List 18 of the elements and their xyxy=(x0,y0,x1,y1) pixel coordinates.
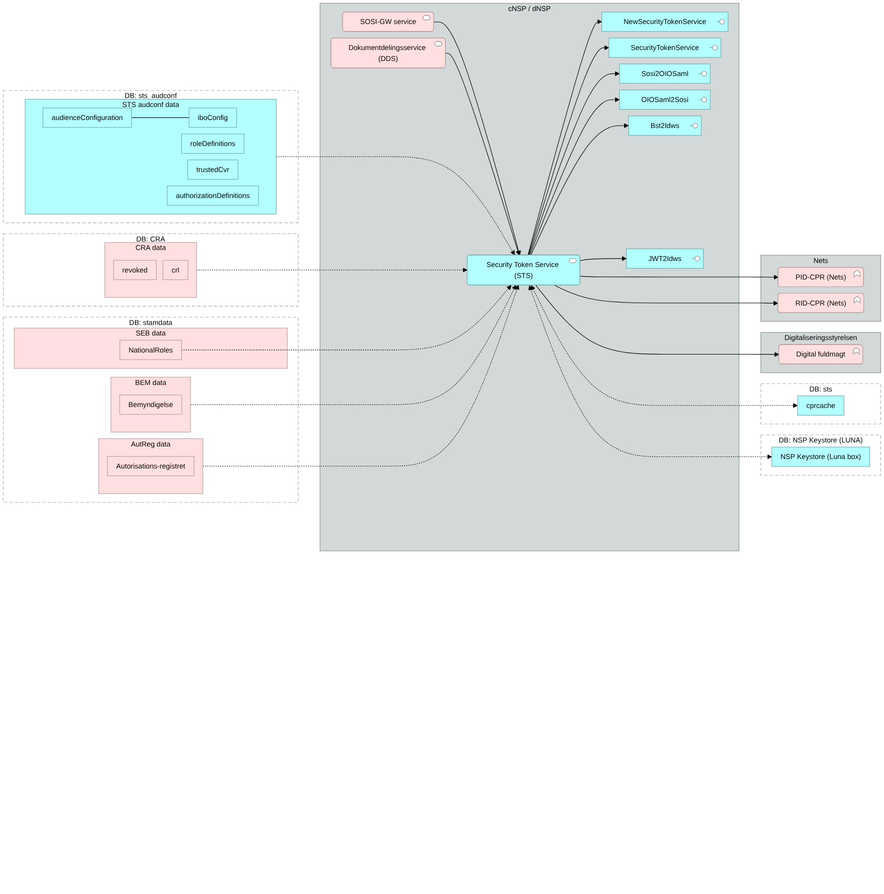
arrow xyxy=(536,285,780,357)
arrow xyxy=(276,156,515,256)
arrow xyxy=(190,284,516,405)
arrow xyxy=(202,284,520,466)
connector xyxy=(131,117,190,118)
arrow xyxy=(554,285,778,306)
arrow xyxy=(531,285,798,408)
arrow xyxy=(580,274,778,280)
arrow xyxy=(528,45,610,256)
arrow xyxy=(528,19,602,256)
arrow xyxy=(196,268,468,272)
arrow xyxy=(530,123,629,256)
arrow xyxy=(445,53,520,256)
arrow xyxy=(580,256,627,261)
arrow xyxy=(530,97,620,256)
arrow xyxy=(528,71,620,256)
arrow xyxy=(181,285,512,350)
arrow xyxy=(528,285,772,460)
